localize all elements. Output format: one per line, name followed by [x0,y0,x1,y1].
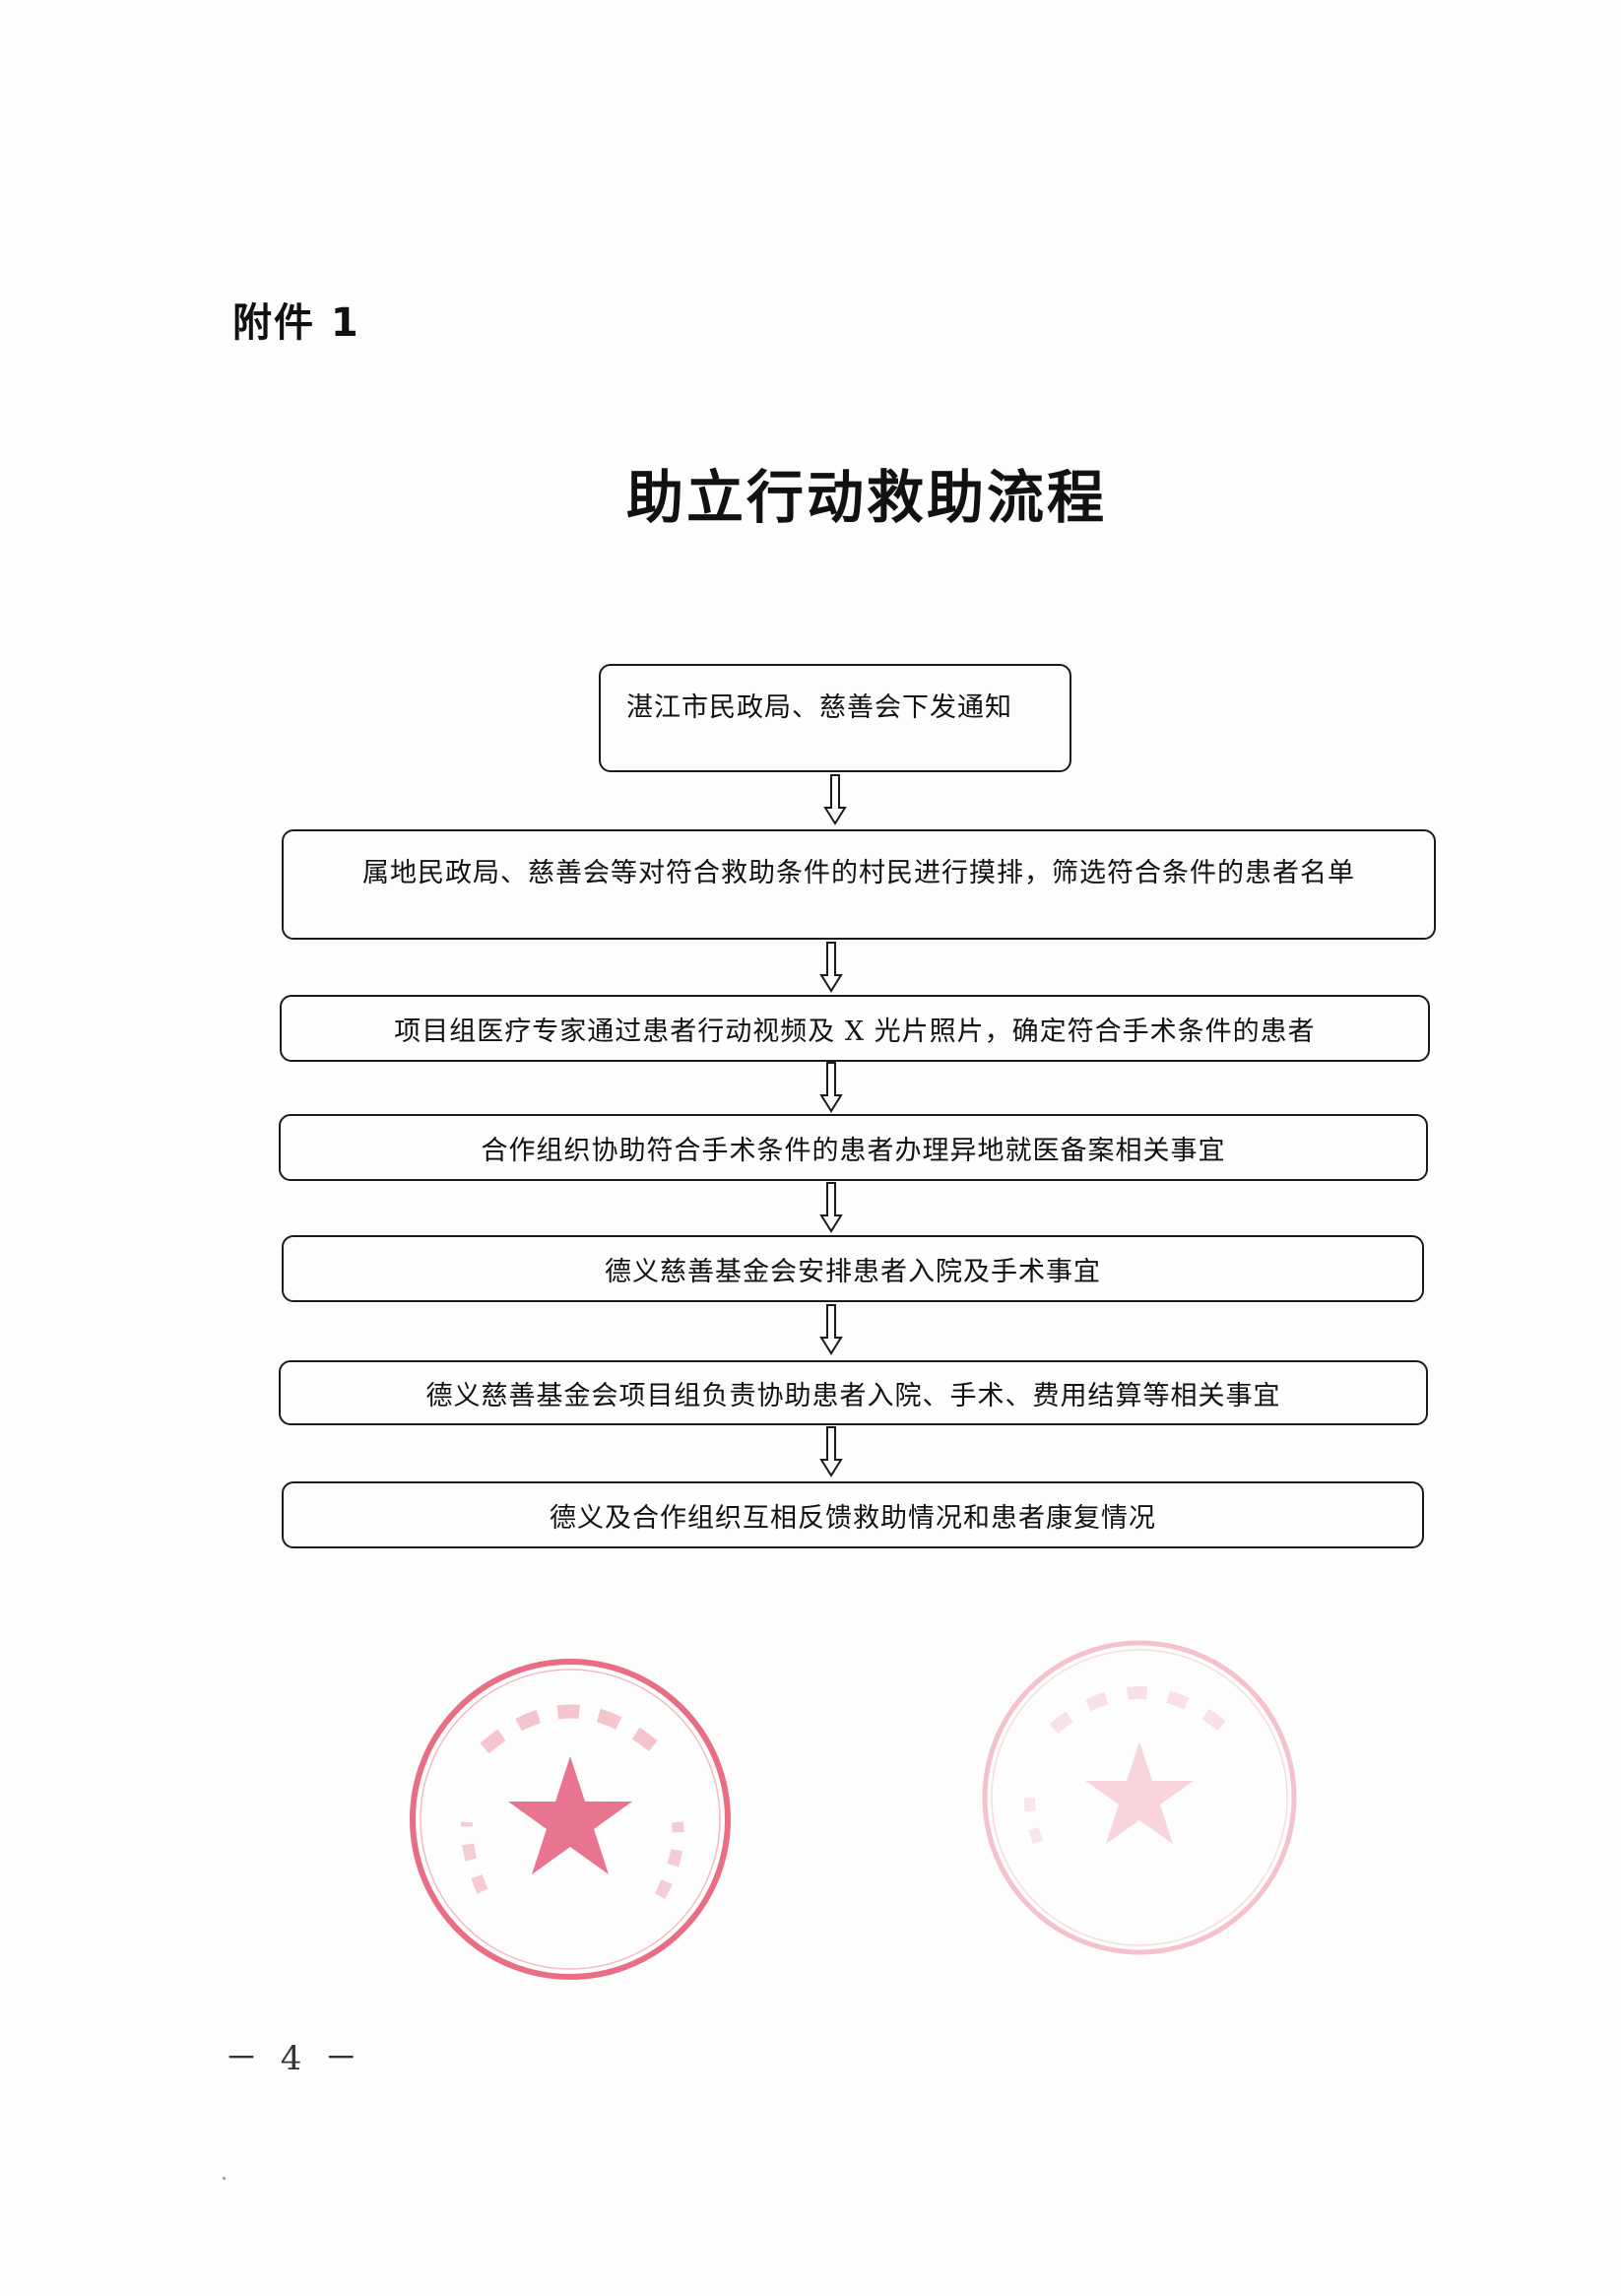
scan-speck [223,2177,226,2180]
official-seal-right [977,1635,1302,1960]
hollow-down-arrow-icon [819,1062,843,1113]
flow-step-6: 德义慈善基金会项目组负责协助患者入院、手术、费用结算等相关事宜 [279,1360,1428,1425]
star-icon [508,1756,632,1874]
hollow-down-arrow-icon [819,1304,843,1355]
flow-step-3-text: 项目组医疗专家通过患者行动视频及 X 光片照片，确定符合手术条件的患者 [394,1016,1316,1047]
flow-step-4: 合作组织协助符合手术条件的患者办理异地就医备案相关事宜 [279,1114,1428,1181]
flow-step-7-text: 德义及合作组织互相反馈救助情况和患者康复情况 [550,1502,1156,1534]
flow-step-4-text: 合作组织协助符合手术条件的患者办理异地就医备案相关事宜 [481,1135,1226,1166]
official-seal-left [406,1655,735,1984]
flow-step-5: 德义慈善基金会安排患者入院及手术事宜 [282,1235,1424,1302]
flow-step-1: 湛江市民政局、慈善会下发通知 [599,664,1071,772]
flow-step-3: 项目组医疗专家通过患者行动视频及 X 光片照片，确定符合手术条件的患者 [280,995,1430,1062]
hollow-down-arrow-icon [819,1426,843,1477]
flow-step-6-text: 德义慈善基金会项目组负责协助患者入院、手术、费用结算等相关事宜 [425,1380,1281,1411]
flow-step-2-text: 属地民政局、慈善会等对符合救助条件的村民进行摸排，筛选符合条件的患者名单 [362,858,1355,888]
hollow-down-arrow-icon [819,1182,843,1233]
flow-step-2: 属地民政局、慈善会等对符合救助条件的村民进行摸排，筛选符合条件的患者名单 [282,829,1436,940]
hollow-down-arrow-icon [819,942,843,993]
hollow-down-arrow-icon [823,774,847,825]
document-title: 助立行动救助流程 [625,464,1107,531]
star-icon [1085,1741,1194,1844]
flow-step-1-text: 湛江市民政局、慈善会下发通知 [626,692,1012,723]
flow-step-5-text: 德义慈善基金会安排患者入院及手术事宜 [605,1256,1101,1287]
page-number: － 4 － [225,2039,364,2078]
attachment-label: 附件 1 [232,300,360,346]
flow-step-7: 德义及合作组织互相反馈救助情况和患者康复情况 [282,1481,1424,1548]
